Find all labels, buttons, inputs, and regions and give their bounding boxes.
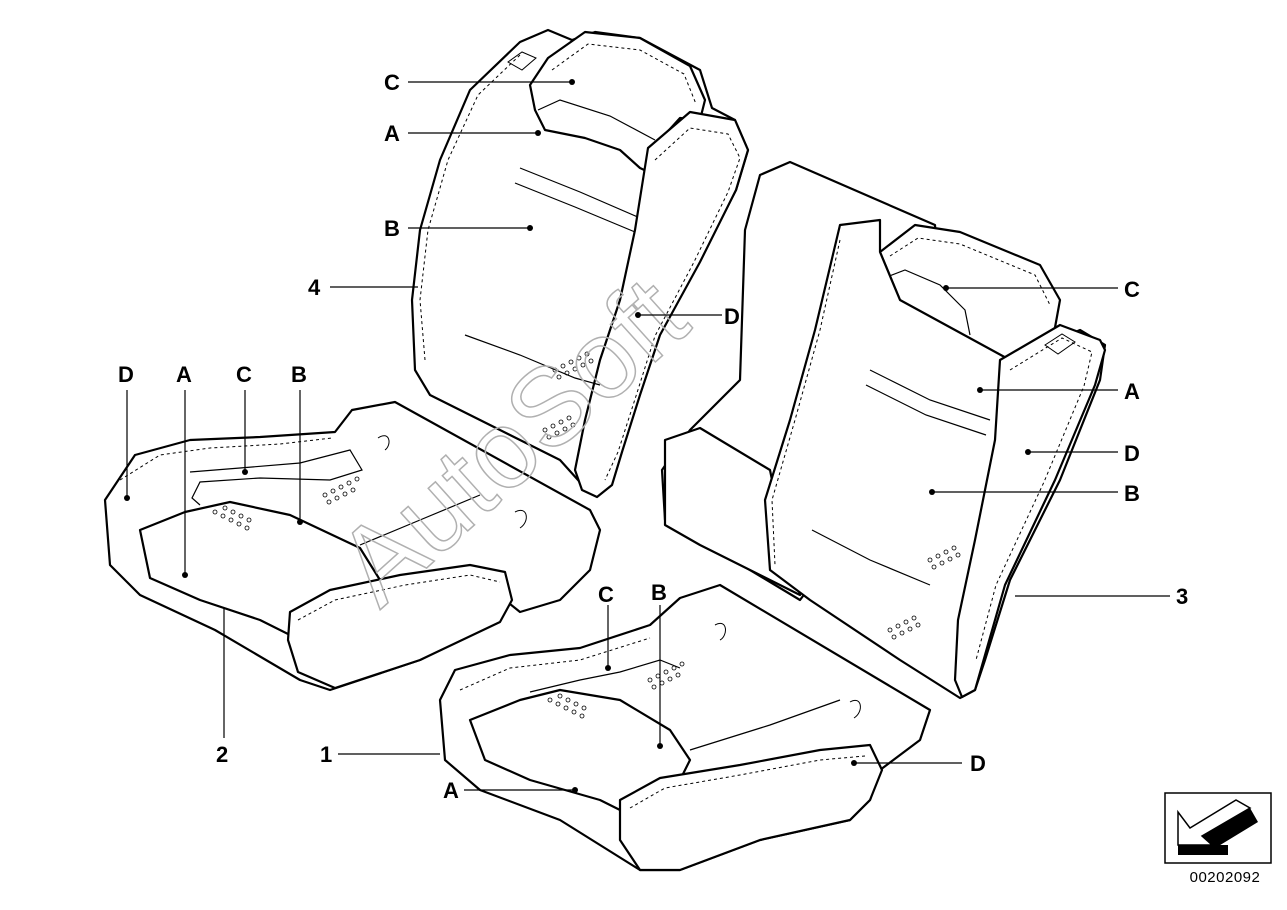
label-1-a: A	[443, 778, 459, 803]
part-number-3: 3	[1176, 584, 1188, 609]
label-2-d: D	[118, 362, 134, 387]
perforation-pattern	[887, 545, 961, 640]
arrow-icon[interactable]	[1164, 792, 1272, 864]
label-3-a: A	[1124, 379, 1140, 404]
part-number-4: 4	[308, 275, 321, 300]
label-4-d: D	[724, 304, 740, 329]
label-4-c: C	[384, 70, 400, 95]
label-2-b: B	[291, 362, 307, 387]
label-1-b: B	[651, 580, 667, 605]
seat-cushion-2	[103, 400, 602, 692]
label-1-c: C	[598, 582, 614, 607]
label-3-b: B	[1124, 481, 1140, 506]
part-number-2: 2	[216, 742, 228, 767]
callout-labels: C A B 4 D C A D B 3 D A C B 2 C B 1 A D	[118, 70, 1188, 803]
label-3-d: D	[1124, 441, 1140, 466]
label-2-a: A	[176, 362, 192, 387]
label-1-d: D	[970, 751, 986, 776]
backrest-3	[660, 160, 1107, 700]
seat-cushion-1	[438, 583, 932, 872]
backrest-4	[410, 28, 750, 499]
label-3-c: C	[1124, 277, 1140, 302]
label-4-a: A	[384, 121, 400, 146]
label-4-b: B	[384, 216, 400, 241]
part-number-1: 1	[320, 742, 332, 767]
perforation-pattern	[212, 476, 360, 531]
leaders	[124, 79, 1170, 793]
catalog-code: 00202092	[1189, 869, 1261, 886]
label-2-c: C	[236, 362, 252, 387]
perforation-pattern	[542, 351, 594, 440]
